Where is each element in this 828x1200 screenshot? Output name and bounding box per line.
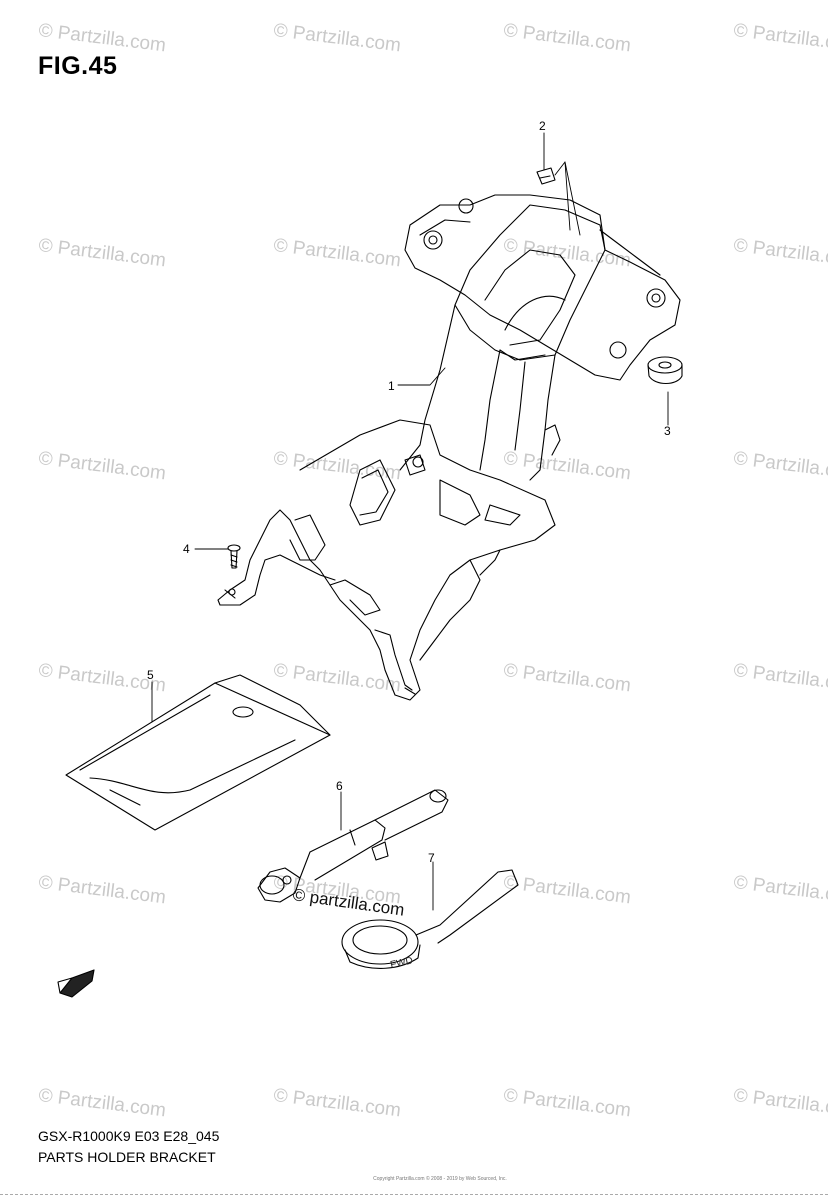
fwd-arrow-icon bbox=[57, 969, 95, 998]
ring-wrench-drawing bbox=[341, 869, 519, 969]
fwd-arrow-label: FWD bbox=[389, 955, 414, 970]
grommet-drawing bbox=[647, 356, 683, 385]
callout-4: 4 bbox=[183, 542, 190, 556]
callout-1: 1 bbox=[388, 379, 395, 393]
model-code: GSX-R1000K9 E03 E28_045 bbox=[38, 1128, 220, 1144]
screw-drawing bbox=[227, 544, 241, 569]
callout-7: 7 bbox=[428, 851, 435, 865]
figure-title: FIG.45 bbox=[38, 52, 118, 80]
diagram-title: PARTS HOLDER BRACKET bbox=[38, 1149, 216, 1165]
leader-lines bbox=[151, 132, 669, 911]
callout-3: 3 bbox=[664, 424, 671, 438]
callout-2: 2 bbox=[539, 119, 546, 133]
bottom-divider bbox=[0, 1194, 828, 1195]
parts-holder-bracket-drawing bbox=[217, 194, 681, 701]
tool-bag-drawing bbox=[65, 674, 331, 831]
inline-watermark: © partzilla.com bbox=[291, 885, 405, 919]
callout-5: 5 bbox=[147, 668, 154, 682]
spanner-drawing bbox=[257, 789, 449, 903]
callout-6: 6 bbox=[336, 779, 343, 793]
bolt-drawing bbox=[536, 167, 556, 185]
copyright-notice: Copyright Partzilla.com © 2008 - 2019 by… bbox=[373, 1176, 507, 1182]
